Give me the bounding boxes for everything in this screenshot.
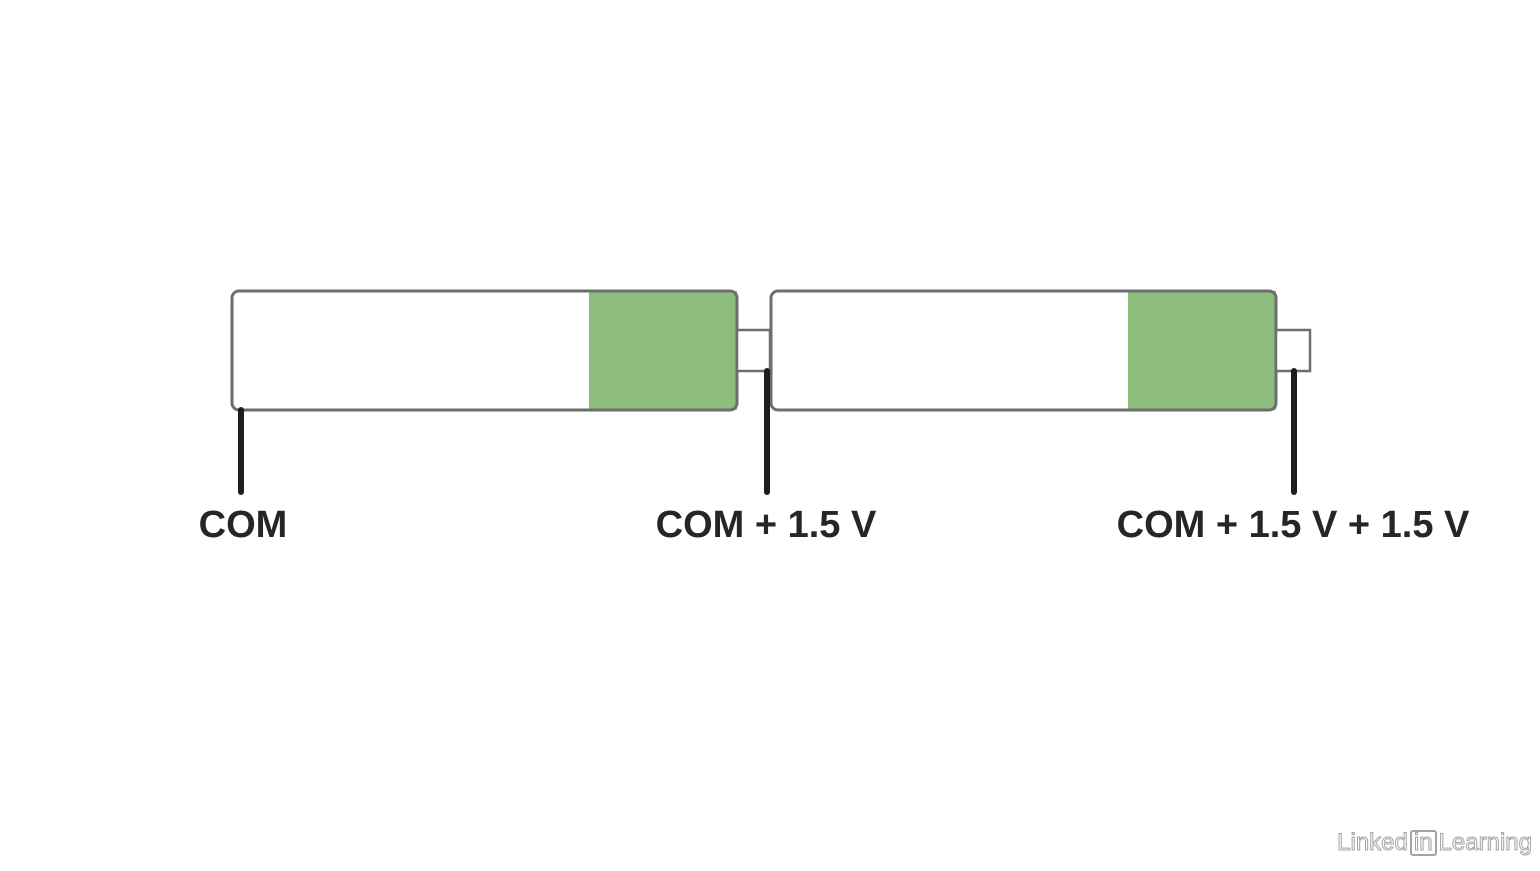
- label-com-plus-one: COM + 1.5 V: [656, 504, 877, 546]
- watermark-brand-right: Learning: [1438, 829, 1532, 857]
- probe-lines: [238, 368, 1297, 495]
- battery-1: [230, 289, 772, 412]
- battery-1-terminal: [735, 328, 772, 373]
- battery-2: [769, 289, 1312, 412]
- label-com-plus-two: COM + 1.5 V + 1.5 V: [1117, 504, 1470, 546]
- battery-1-fill: [589, 291, 737, 410]
- battery-2-terminal: [1274, 328, 1312, 373]
- slide-frame: [13, 25, 1525, 847]
- watermark-brand-left: Linked: [1337, 829, 1409, 857]
- watermark-in-logo: in: [1409, 830, 1437, 856]
- label-com: COM: [199, 504, 288, 546]
- battery-2-fill: [1128, 291, 1276, 410]
- linkedin-learning-watermark: Linked in Learning: [1337, 829, 1533, 857]
